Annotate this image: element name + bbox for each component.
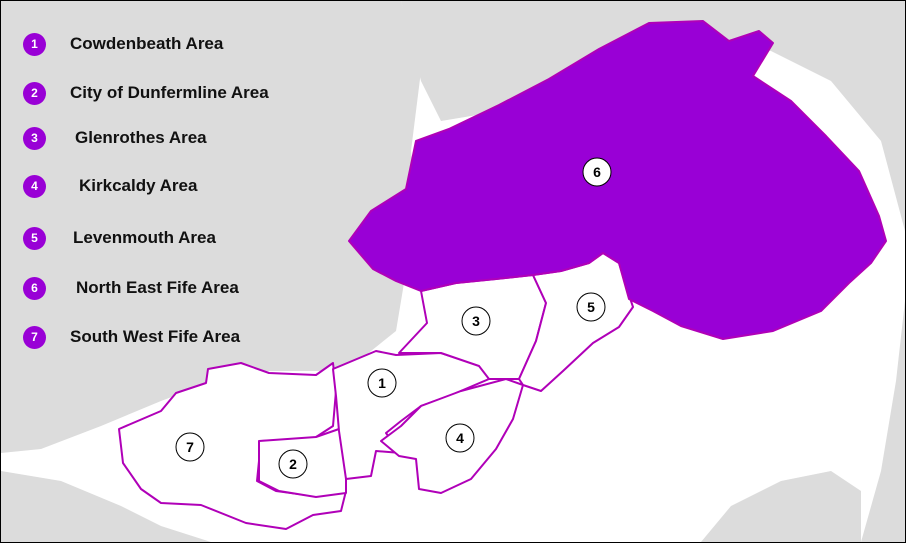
legend-item-2[interactable]: 2 City of Dunfermline Area [23, 81, 269, 105]
area-label-6[interactable]: 6 [582, 157, 612, 187]
south-west-shore [1, 471, 211, 542]
legend-badge: 1 [23, 32, 46, 56]
area-label-2-text: 2 [289, 456, 297, 472]
area-label-4-text: 4 [456, 430, 464, 446]
area-label-1-text: 1 [378, 375, 386, 391]
area-label-1-circle [367, 368, 397, 398]
area-label-4[interactable]: 4 [445, 423, 475, 453]
area-label-1[interactable]: 1 [367, 368, 397, 398]
area-label-3[interactable]: 3 [461, 306, 491, 336]
area-label-6-circle [582, 157, 612, 187]
legend-item-1[interactable]: 1 Cowdenbeath Area [23, 32, 223, 56]
legend-item-7[interactable]: 7 South West Fife Area [23, 325, 240, 349]
legend-badge: 5 [23, 226, 46, 250]
legend-item-5[interactable]: 5 Levenmouth Area [23, 226, 216, 250]
legend-item-6[interactable]: 6 North East Fife Area [23, 276, 239, 300]
area-label-6-text: 6 [593, 164, 601, 180]
area-label-5-circle [576, 292, 606, 322]
north-land [401, 1, 905, 231]
area-labels: 6 3 5 1 4 7 2 [175, 157, 612, 479]
area-label-7[interactable]: 7 [175, 432, 205, 462]
legend-item-3[interactable]: 3 Glenrothes Area [23, 126, 207, 150]
east-land [861, 301, 905, 542]
legend-label: Cowdenbeath Area [70, 34, 224, 53]
legend-label: North East Fife Area [76, 278, 239, 297]
legend-badge: 2 [23, 81, 46, 105]
area-label-5-text: 5 [587, 299, 595, 315]
legend-item-4[interactable]: 4 Kirkcaldy Area [23, 174, 197, 198]
area-label-4-circle [445, 423, 475, 453]
legend-label: Levenmouth Area [73, 228, 216, 247]
legend-label: City of Dunfermline Area [70, 83, 269, 102]
area-label-3-circle [461, 306, 491, 336]
legend-badge: 4 [23, 174, 46, 198]
area-label-7-text: 7 [186, 439, 194, 455]
area-label-3-text: 3 [472, 313, 480, 329]
area-6[interactable] [348, 20, 887, 340]
legend-label: South West Fife Area [70, 327, 241, 346]
legend-badge: 7 [23, 325, 46, 349]
area-label-7-circle [175, 432, 205, 462]
south-east-land [701, 471, 861, 542]
legend-badge: 3 [23, 126, 46, 150]
area-label-2-circle [278, 449, 308, 479]
legend-badge: 6 [23, 276, 46, 300]
west-land [1, 1, 421, 453]
legend-label: Glenrothes Area [75, 128, 207, 147]
area-label-2[interactable]: 2 [278, 449, 308, 479]
legend-label: Kirkcaldy Area [79, 176, 198, 195]
area-label-5[interactable]: 5 [576, 292, 606, 322]
